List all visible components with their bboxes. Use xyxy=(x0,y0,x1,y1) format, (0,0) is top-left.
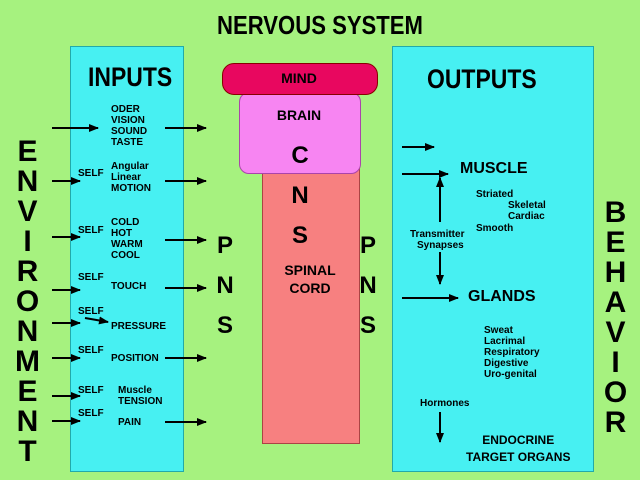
self-label-6: SELF xyxy=(78,385,104,396)
synapses-line: Synapses xyxy=(417,240,464,251)
gland-uro-genital: Uro-genital xyxy=(484,369,537,380)
self-label-5: SELF xyxy=(78,345,104,356)
angular-line: Angular xyxy=(111,161,149,172)
sense-oder: ODER xyxy=(111,104,140,115)
self-label-4: SELF xyxy=(78,306,104,317)
brain-label: BRAIN xyxy=(276,107,322,123)
endocrine-line: ENDOCRINE xyxy=(482,433,555,447)
input-muscle-tension: Muscle TENSION xyxy=(118,385,162,407)
self-arrow-2 xyxy=(84,316,109,325)
linear-line: Linear xyxy=(111,172,142,183)
sense-sound: SOUND xyxy=(111,126,148,137)
input-temperature: COLD HOT WARM COOL xyxy=(111,217,143,261)
pns-right-p: P xyxy=(359,232,376,259)
input-angular: Angular Linear MOTION xyxy=(111,161,151,194)
self-label-2: SELF xyxy=(78,225,104,236)
pns-right-s: S xyxy=(359,312,376,339)
cns-letter-s: S xyxy=(291,222,308,249)
motion-line: MOTION xyxy=(111,183,151,194)
spinal-cord-shape xyxy=(262,168,360,444)
gland-lacrimal: Lacrimal xyxy=(484,336,526,347)
pns-left-p: P xyxy=(216,232,233,259)
inputs-panel xyxy=(70,46,184,472)
gland-types: Sweat Lacrimal Respiratory Digestive Uro… xyxy=(484,325,540,380)
brain-shape xyxy=(239,92,361,174)
spinal-label: SPINAL xyxy=(284,262,336,278)
sense-vision: VISION xyxy=(111,115,145,126)
input-touch: TOUCH xyxy=(111,281,147,292)
behavior-label: BEHAVIOR xyxy=(599,196,632,436)
self-label-1: SELF xyxy=(78,168,104,179)
muscle-skeletal: Skeletal xyxy=(508,200,546,211)
transmitter-label: Transmitter Synapses xyxy=(410,229,464,251)
input-pain: PAIN xyxy=(118,417,142,428)
cord-label: CORD xyxy=(289,280,331,296)
self-label-3: SELF xyxy=(78,272,104,283)
temp-cold: COLD xyxy=(111,217,140,228)
sense-taste: TASTE xyxy=(111,137,144,148)
cns-letter-n: N xyxy=(291,182,309,209)
muscle-label: MUSCLE xyxy=(460,160,528,177)
temp-warm: WARM xyxy=(111,239,143,250)
endocrine-label: ENDOCRINE TARGET ORGANS xyxy=(466,432,570,466)
outputs-header: OUTPUTS xyxy=(427,64,537,94)
input-position: POSITION xyxy=(111,353,159,364)
cns-letter-c: C xyxy=(291,142,309,169)
pns-right-n: N xyxy=(359,272,377,299)
mind-shape xyxy=(222,63,378,95)
pns-left-n: N xyxy=(216,272,234,299)
transmitter-line: Transmitter xyxy=(410,229,465,240)
input-pressure: PRESSURE xyxy=(111,321,167,332)
mind-label: MIND xyxy=(281,70,317,86)
target-organs-line: TARGET ORGANS xyxy=(466,450,571,464)
self-label-7: SELF xyxy=(78,408,104,419)
glands-label: GLANDS xyxy=(468,288,536,305)
gland-digestive: Digestive xyxy=(484,358,529,369)
outputs-panel xyxy=(392,46,594,472)
page-title: NERVOUS SYSTEM xyxy=(217,10,423,40)
muscle-striated: Striated xyxy=(476,189,514,200)
temp-hot: HOT xyxy=(111,228,133,239)
temp-cool: COOL xyxy=(111,250,140,261)
inputs-header: INPUTS xyxy=(88,62,173,92)
muscle-smooth: Smooth xyxy=(476,223,514,234)
tension-line: TENSION xyxy=(118,396,163,407)
muscle-line: Muscle xyxy=(118,385,152,396)
hormones-label: Hormones xyxy=(420,398,470,409)
input-senses: ODER VISION SOUND TASTE xyxy=(111,104,147,148)
muscle-cardiac: Cardiac xyxy=(508,211,545,222)
pns-left-s: S xyxy=(216,312,233,339)
gland-sweat: Sweat xyxy=(484,325,513,336)
environment-label: ENVIRONMENT xyxy=(11,135,44,465)
gland-respiratory: Respiratory xyxy=(484,347,540,358)
